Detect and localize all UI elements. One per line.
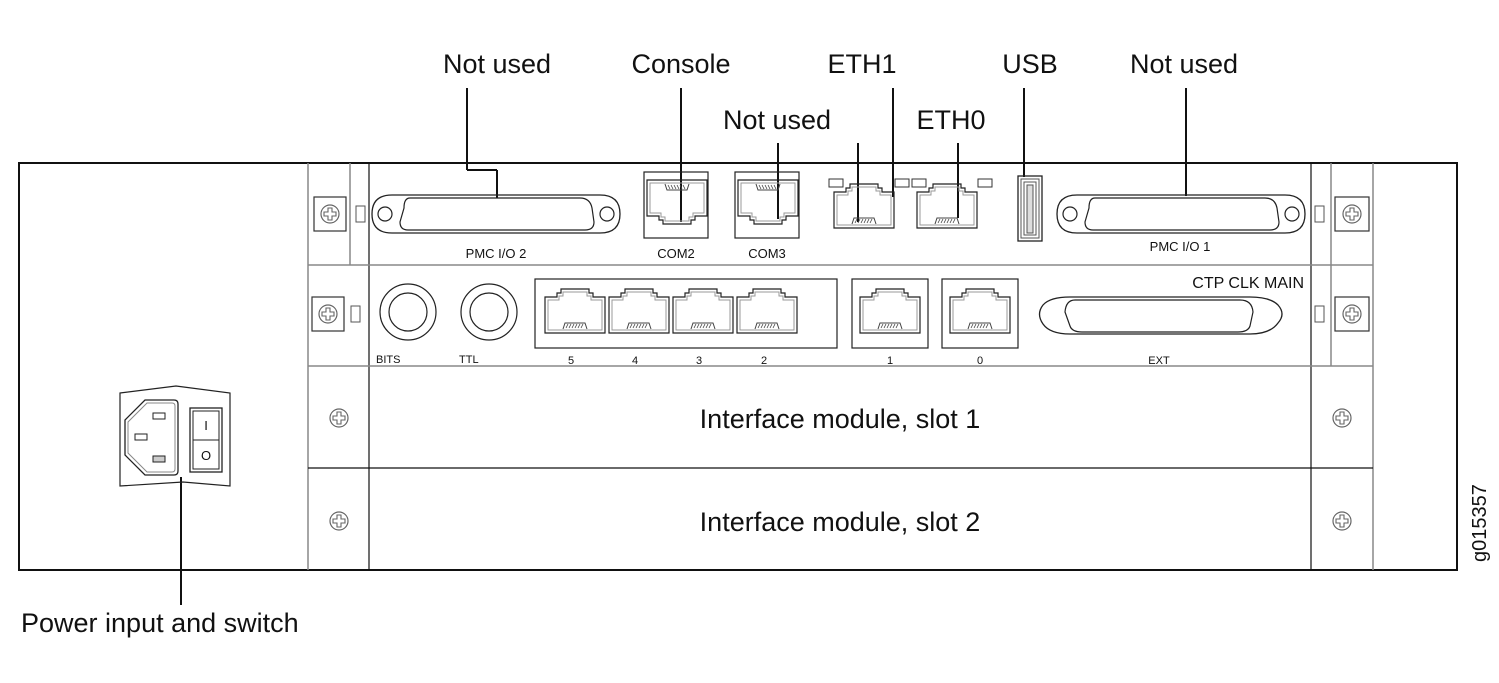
left-screw-top [313, 196, 347, 232]
callout-power-input: Power input and switch [21, 608, 299, 638]
eth1-led-right [894, 178, 910, 188]
switch-on-mark: I [204, 418, 208, 433]
clk-port-5[interactable] [544, 288, 606, 334]
clk-port-4[interactable] [608, 288, 670, 334]
clk-card-title: CTP CLK MAIN [1192, 275, 1304, 292]
right-screw-top [1334, 196, 1370, 232]
eth1-led-left [828, 178, 844, 188]
pmc-io-1-label: PMC I/O 1 [1150, 239, 1211, 254]
clk-port-0[interactable] [941, 278, 1019, 349]
clk-port-3[interactable] [672, 288, 734, 334]
led-indicator-icon [355, 205, 366, 223]
slot-1-label: Interface module, slot 1 [700, 404, 981, 434]
slot-2-right-screw-icon [1332, 511, 1352, 531]
switch-off-mark: O [201, 448, 211, 463]
power-module: I O [119, 385, 231, 487]
clk-port-1[interactable] [851, 278, 929, 349]
com2-label: COM2 [657, 246, 695, 261]
ttl-label: TTL [459, 354, 479, 366]
pmc-io-1-port[interactable] [1056, 194, 1306, 234]
power-rocker-switch[interactable]: I O [189, 407, 223, 473]
clk-port-4-label: 4 [632, 355, 638, 367]
led-indicator-icon [350, 305, 361, 323]
slot-1-right-screw-icon [1332, 408, 1352, 428]
led-indicator-icon [1314, 305, 1325, 323]
ext-port[interactable] [1038, 296, 1283, 335]
slot-2[interactable]: Interface module, slot 2 [329, 507, 1352, 537]
bits-connector[interactable] [379, 283, 437, 341]
clk-port-2-label: 2 [761, 355, 767, 367]
eth0-led-right [977, 178, 993, 188]
callout-pmc-io-2-not-used: Not used [443, 49, 551, 79]
clk-port-3-label: 3 [696, 355, 702, 367]
led-indicator-icon [1314, 205, 1325, 223]
figure-id: g015357 [1469, 484, 1491, 562]
callout-console: Console [631, 49, 730, 79]
callout-com3-not-used: Not used [723, 105, 831, 135]
eth0-port[interactable] [911, 178, 993, 229]
com3-label: COM3 [748, 246, 786, 261]
clk-port-0-label: 0 [977, 355, 983, 367]
eth1-port[interactable] [828, 178, 910, 229]
clock-card: BITS TTL 5 4 3 2 1 0 CTP CLK MAIN [311, 275, 1370, 367]
slot-2-left-screw-icon [329, 511, 349, 531]
top-card: PMC I/O 2 COM2 COM3 [313, 171, 1370, 261]
slot-1-left-screw-icon [329, 408, 349, 428]
eth0-led-left [911, 178, 927, 188]
left-screw-clk [311, 296, 345, 332]
clk-port-1-label: 1 [887, 355, 893, 367]
slot-1[interactable]: Interface module, slot 1 [329, 404, 1352, 434]
callout-eth0: ETH0 [916, 105, 985, 135]
callout-usb: USB [1002, 49, 1058, 79]
pmc-io-2-label: PMC I/O 2 [466, 246, 527, 261]
chassis-frame [18, 162, 1458, 571]
callout-eth1: ETH1 [827, 49, 896, 79]
slot-2-label: Interface module, slot 2 [700, 507, 981, 537]
ext-label: EXT [1148, 355, 1170, 367]
ttl-connector[interactable] [460, 283, 518, 341]
com3-port[interactable] [734, 171, 800, 239]
clk-port-5-label: 5 [568, 355, 574, 367]
leader-lines [180, 88, 1187, 605]
com2-port[interactable] [643, 171, 709, 239]
iec-power-inlet[interactable] [124, 399, 179, 476]
rj45-group-frame [534, 278, 838, 349]
bits-label: BITS [376, 354, 400, 366]
pmc-io-2-port[interactable] [371, 194, 621, 234]
usb-port[interactable] [1017, 175, 1043, 242]
right-screw-clk [1334, 296, 1370, 332]
clk-port-2[interactable] [736, 288, 798, 334]
callout-pmc-io-1-not-used: Not used [1130, 49, 1238, 79]
